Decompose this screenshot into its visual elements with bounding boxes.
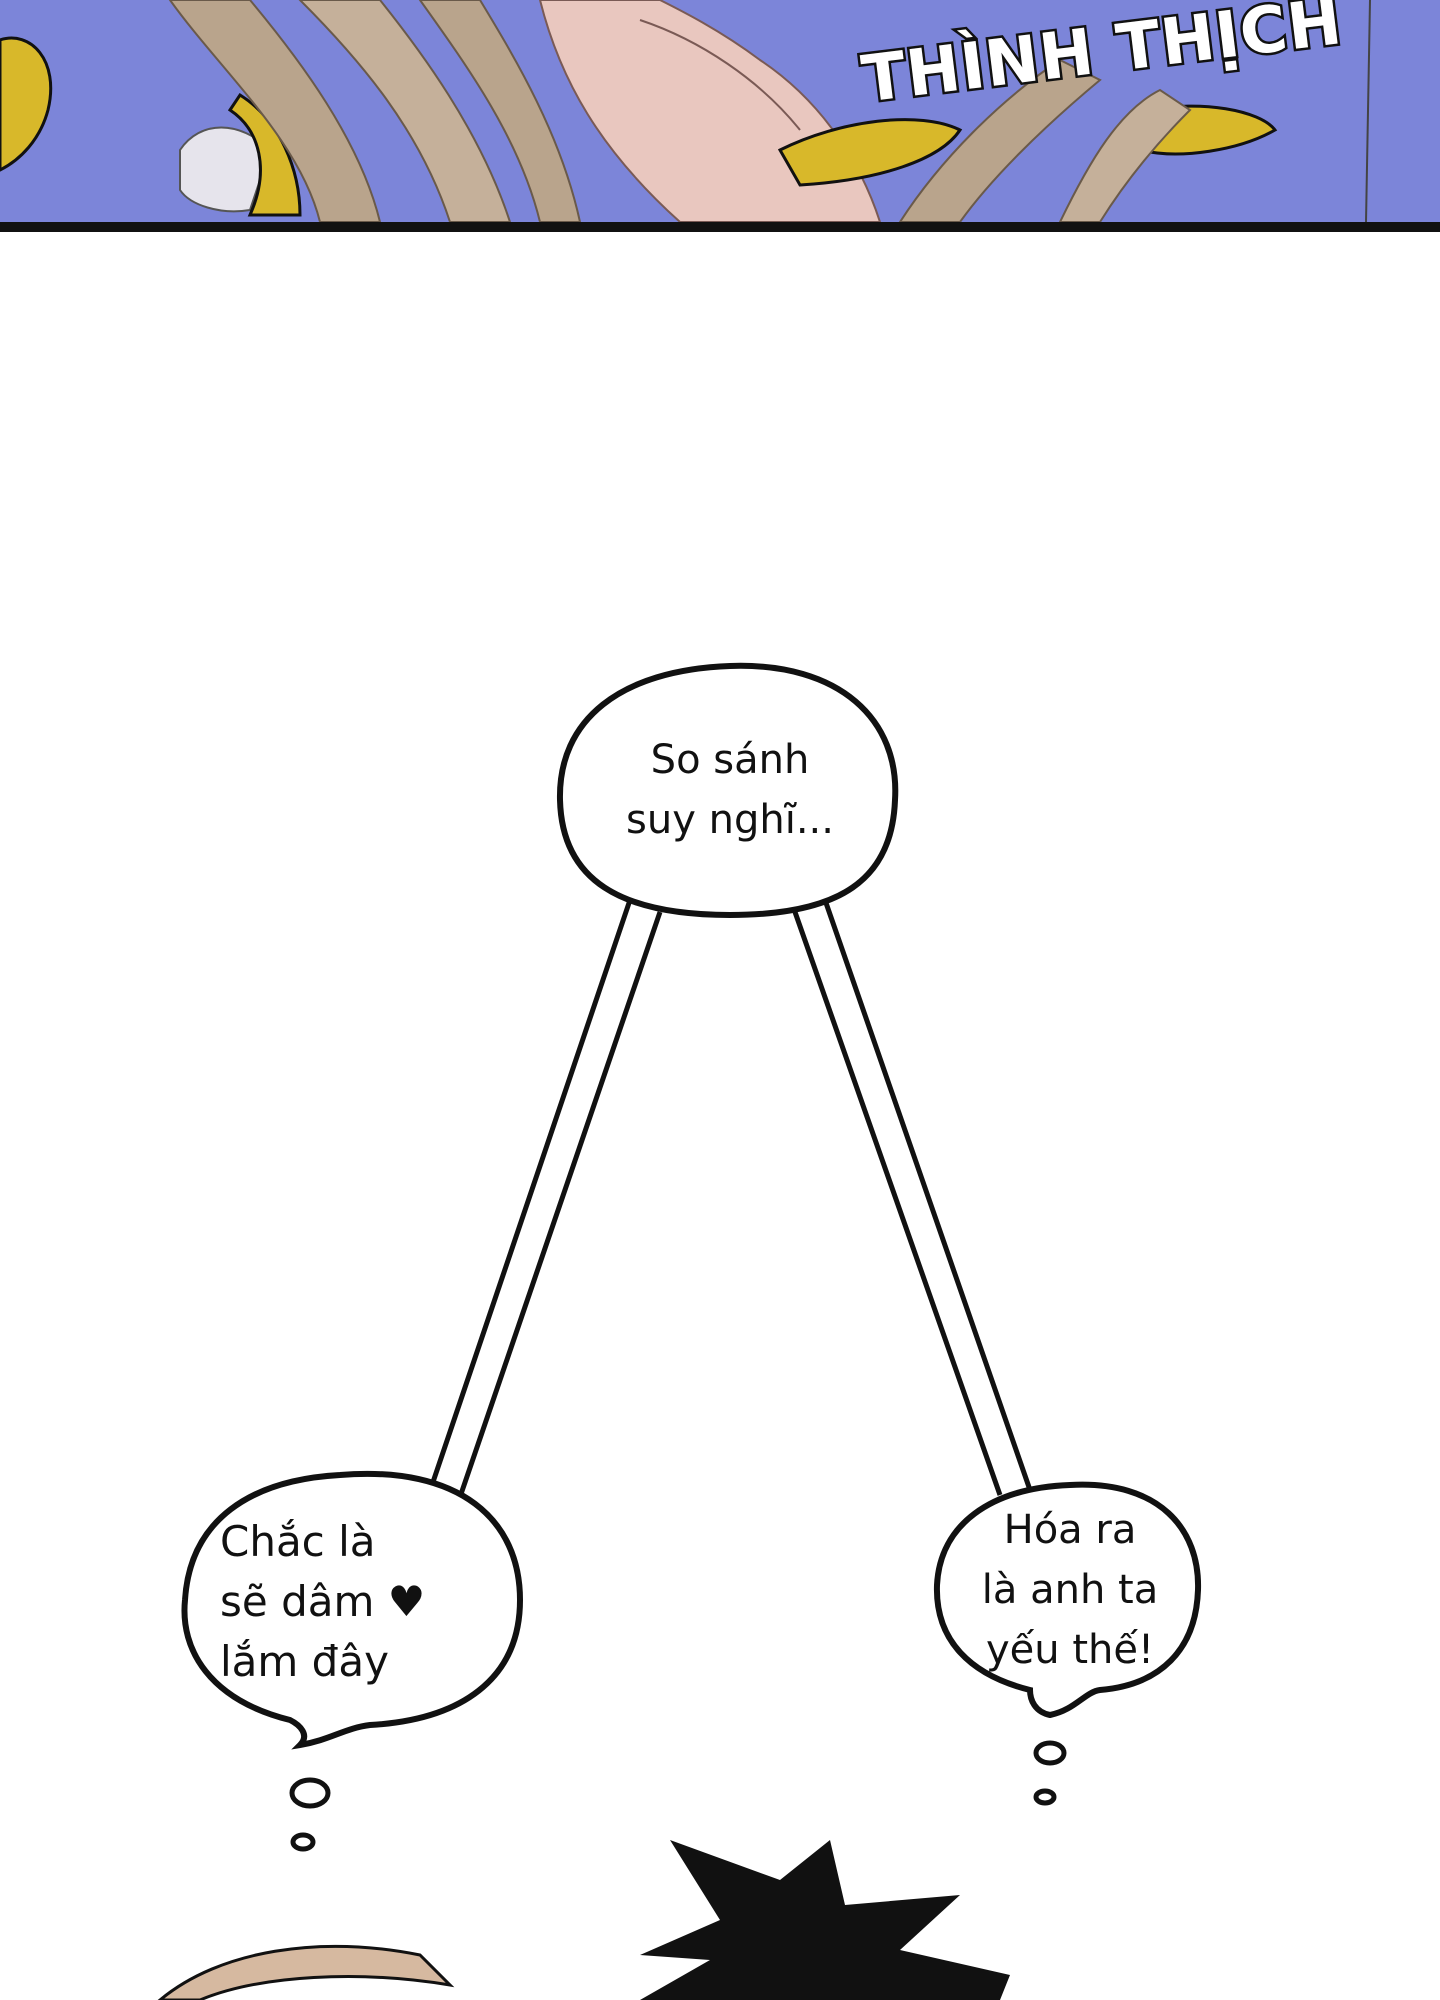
thought-dot-right-large	[1033, 1740, 1067, 1766]
top-thought-bubble	[556, 662, 899, 919]
hair-strand-1	[168, 0, 382, 222]
thought-dot-left-small	[290, 1832, 316, 1852]
finger-line	[639, 19, 801, 131]
top-panel: THÌNH THỊCH	[0, 0, 1440, 222]
dark-spiky-hair	[640, 1840, 1010, 2000]
beige-head-outline	[157, 1944, 455, 2000]
thought-dot-right-small	[1033, 1788, 1057, 1806]
hair-strand-3	[418, 0, 582, 222]
top-panel-artwork	[0, 0, 1371, 222]
panel-line	[1365, 0, 1371, 222]
top-bubble-text: So sánh suy nghĩ...	[626, 737, 834, 843]
hair-strand-2	[298, 0, 512, 222]
left-thought-bubble	[181, 1470, 524, 1750]
hair-strand-5	[1058, 88, 1192, 222]
thought-dot-left-large	[289, 1777, 331, 1809]
banana-right-1	[777, 118, 963, 187]
panel-border	[0, 222, 1440, 232]
right-bubble-text: Hóa ra là anh ta yếu thế!	[981, 1507, 1159, 1673]
hair-strand-4	[898, 58, 1102, 222]
left-bubble-text: Chắc là sẽ dâm ♥ lắm đây	[220, 1517, 426, 1686]
connector-left	[429, 899, 663, 1498]
right-thought-bubble	[933, 1481, 1202, 1719]
connector-right	[792, 899, 1033, 1496]
banana-left	[0, 36, 53, 172]
